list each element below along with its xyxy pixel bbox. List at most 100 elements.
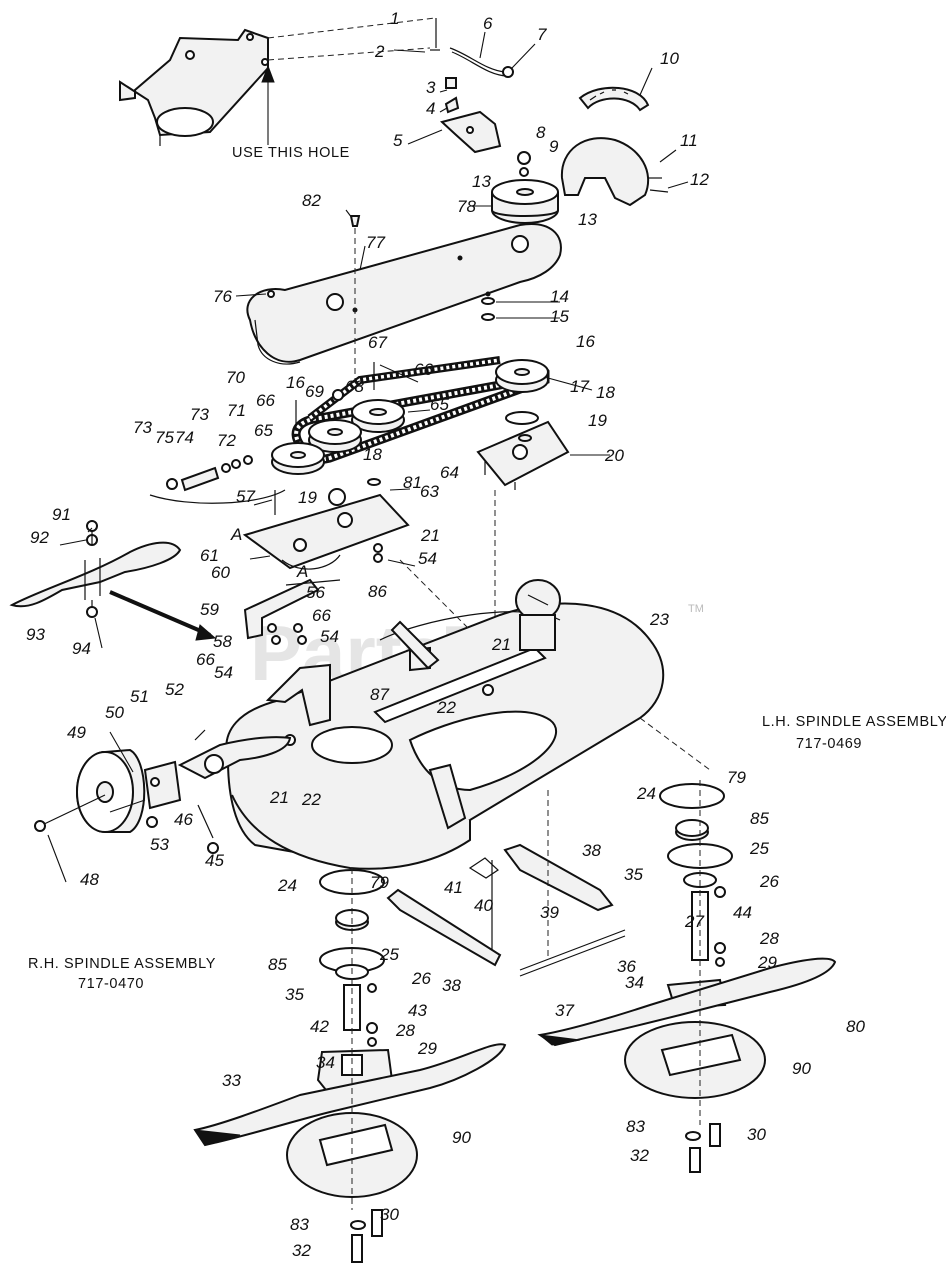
part-label: 29 [757, 953, 777, 972]
part-label: 64 [440, 463, 459, 482]
part-label: 12 [690, 170, 709, 189]
part-label: 73 [190, 405, 209, 424]
part-label: 54 [418, 549, 437, 568]
pivot-plate [242, 478, 410, 570]
part-label: 90 [452, 1128, 471, 1147]
watermark-trademark: TM [688, 603, 704, 615]
part-label: 15 [550, 307, 569, 326]
clutch-linkage-parts [430, 18, 531, 177]
pulley-65-center [351, 399, 405, 433]
part-label: 13 [578, 210, 597, 229]
part-label: 86 [368, 582, 387, 601]
part-label: 79 [727, 768, 746, 787]
part-label: 57 [236, 487, 255, 506]
part-label: 38 [582, 841, 601, 860]
lh-spindle-title: L.H. SPINDLE ASSEMBLY [762, 714, 946, 730]
part-label: 24 [277, 876, 297, 895]
part-label: 10 [660, 49, 679, 68]
part-label: 35 [624, 865, 643, 884]
part-label: 76 [213, 287, 232, 306]
part-label: 51 [130, 687, 149, 706]
part-label: 27 [684, 912, 704, 931]
part-label: 36 [617, 957, 636, 976]
part-label: 24 [636, 784, 656, 803]
rh-spindle-title: R.H. SPINDLE ASSEMBLY [28, 956, 216, 972]
part-label: 26 [759, 872, 779, 891]
part-label: 28 [759, 929, 779, 948]
part-label: 59 [200, 600, 219, 619]
pulley-78 [491, 179, 559, 224]
part-label: 26 [411, 969, 431, 988]
part-label: 3 [426, 78, 436, 97]
idler-plate [476, 411, 570, 490]
part-label: 74 [175, 428, 194, 447]
screw-82 [349, 215, 361, 227]
part-label: 82 [302, 191, 321, 210]
deck-cover [246, 223, 562, 380]
part-label: 32 [630, 1146, 649, 1165]
gauge-wheel [34, 729, 292, 854]
part-label: 5 [393, 131, 403, 150]
part-label: 41 [444, 878, 463, 897]
part-label: 65 [430, 395, 449, 414]
part-label: 8 [536, 123, 546, 142]
part-label: 66 [196, 650, 215, 669]
mounting-bracket [119, 17, 436, 146]
part-label: 16 [286, 373, 305, 392]
part-label: 7 [537, 25, 547, 44]
lift-linkage [386, 790, 626, 977]
part-label: 2 [374, 42, 385, 61]
part-label: 54 [214, 663, 233, 682]
part-label: 25 [379, 945, 399, 964]
part-label: 22 [301, 790, 321, 809]
nut-54-upper [373, 553, 383, 563]
nut-68 [332, 389, 344, 401]
part-label: 30 [747, 1125, 766, 1144]
part-label: 40 [474, 896, 493, 915]
part-label: 90 [792, 1059, 811, 1078]
part-label: 11 [680, 131, 698, 150]
part-label: 66 [414, 360, 433, 379]
part-label: 72 [217, 431, 236, 450]
bracket-59 [243, 578, 341, 645]
part-label: 54 [320, 627, 339, 646]
part-label: 81 [403, 473, 422, 492]
lh-spindle-number: 717-0469 [796, 736, 862, 752]
part-label: 9 [549, 137, 559, 156]
part-label: 58 [213, 632, 232, 651]
part-label: 87 [370, 685, 389, 704]
part-label: 45 [205, 851, 224, 870]
part-label: 37 [555, 1001, 574, 1020]
part-label: 28 [395, 1021, 415, 1040]
part-label: 4 [426, 99, 435, 118]
gearbox-23 [515, 579, 561, 651]
part-label: 18 [363, 445, 382, 464]
link-86 [390, 620, 440, 670]
part-label: 42 [310, 1017, 329, 1036]
part-label: 30 [380, 1205, 399, 1224]
part-label: 25 [749, 839, 769, 858]
part-label: 60 [211, 563, 230, 582]
part-label: 29 [417, 1039, 437, 1058]
belt-guard [560, 86, 669, 207]
nut-21-upper [373, 543, 383, 553]
part-label: 67 [368, 333, 387, 352]
deflector-arm [9, 520, 182, 618]
part-label: A [230, 525, 242, 544]
part-label: 63 [420, 482, 439, 501]
part-label: 77 [366, 233, 385, 252]
arrow-to-deck [109, 590, 211, 637]
part-label: 53 [150, 835, 169, 854]
part-label: 92 [30, 528, 49, 547]
part-label: 21 [269, 788, 289, 807]
rh-spindle-assembly [193, 868, 507, 1263]
tension-assembly [149, 455, 286, 504]
pulley-16-right [495, 359, 549, 393]
part-label: 21 [420, 526, 440, 545]
part-label: 23 [649, 610, 669, 629]
part-label: 19 [588, 411, 607, 430]
washer-15 [481, 313, 495, 321]
part-label: 39 [540, 903, 559, 922]
pulley-69 [308, 419, 362, 453]
